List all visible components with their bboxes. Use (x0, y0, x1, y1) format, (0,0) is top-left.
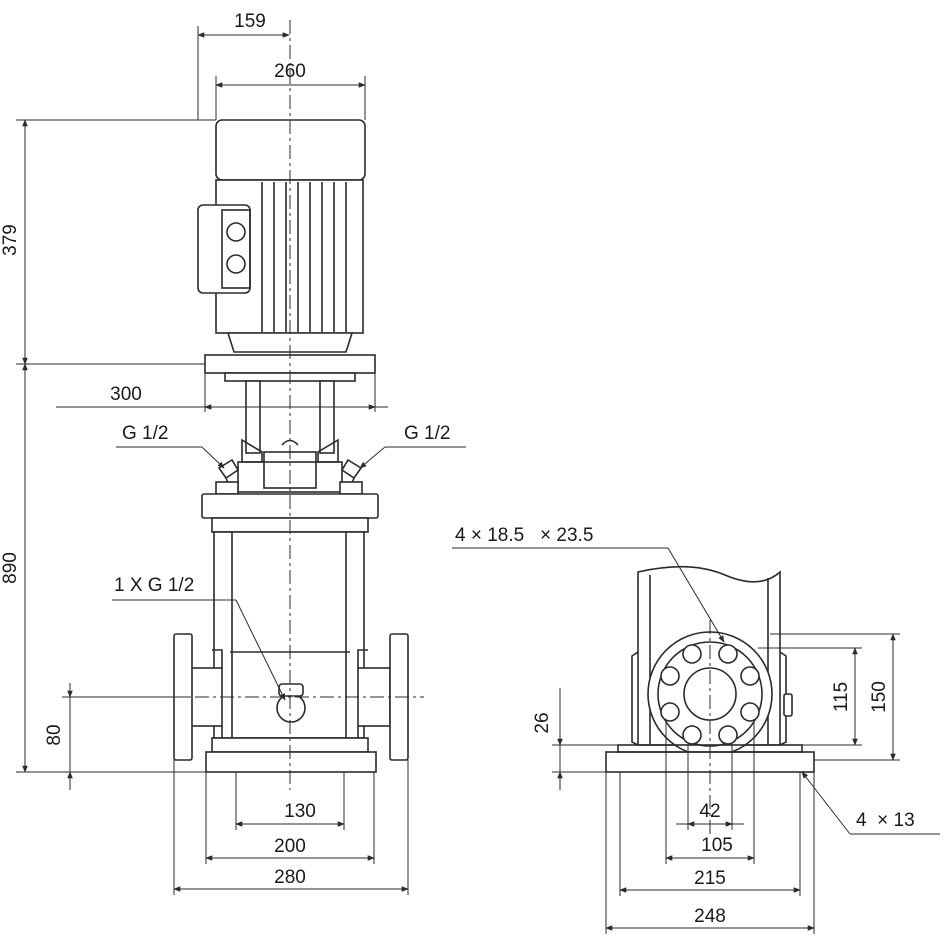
dim-159: 159 (234, 11, 266, 32)
cable-gland-lower (226, 254, 246, 274)
terminal-box-lid (221, 209, 251, 289)
front-view-dimensions (16, 26, 466, 895)
pump-front-view (70, 20, 424, 790)
dim-200: 200 (274, 836, 306, 857)
dim-280: 280 (274, 867, 306, 888)
label-g-half-left: G 1/2 (122, 423, 168, 444)
dim-260: 260 (274, 61, 306, 82)
dim-248: 248 (694, 906, 726, 927)
base-plate (205, 751, 377, 773)
dim-300: 300 (110, 384, 142, 405)
label-base-holes: 4 × 13 (856, 810, 915, 831)
terminal-box (197, 204, 251, 294)
lantern-leg-left (245, 380, 261, 454)
dim-130: 130 (284, 801, 316, 822)
dim-890: 890 (0, 552, 21, 584)
dimension-labels: 159 260 379 300 890 80 130 200 280 G 1/2… (0, 11, 915, 927)
drain-plug (276, 693, 306, 723)
motor-fins (261, 182, 347, 332)
label-flange-holes: 4 × 18.5 × 23.5 (455, 525, 593, 546)
pump-base-view (605, 565, 815, 835)
base-view-dimensions (452, 547, 940, 934)
dim-115: 115 (831, 682, 852, 712)
tie-bolt-nut-left (215, 481, 239, 495)
dim-26: 26 (532, 712, 553, 733)
dim-150: 150 (869, 681, 890, 713)
tie-bolt-nut-right (339, 481, 363, 495)
dim-42: 42 (699, 801, 720, 822)
motor-neck (226, 332, 354, 353)
dim-215: 215 (694, 868, 726, 889)
label-drain-plug: 1 X G 1/2 (114, 575, 194, 596)
dim-379: 379 (0, 224, 21, 256)
dim-80: 80 (44, 724, 65, 745)
cable-gland-upper (226, 222, 246, 242)
dim-105: 105 (701, 835, 733, 856)
flange-bolt-holes (660, 644, 760, 745)
label-g-half-right: G 1/2 (404, 423, 450, 444)
lantern-leg-right (319, 380, 335, 454)
